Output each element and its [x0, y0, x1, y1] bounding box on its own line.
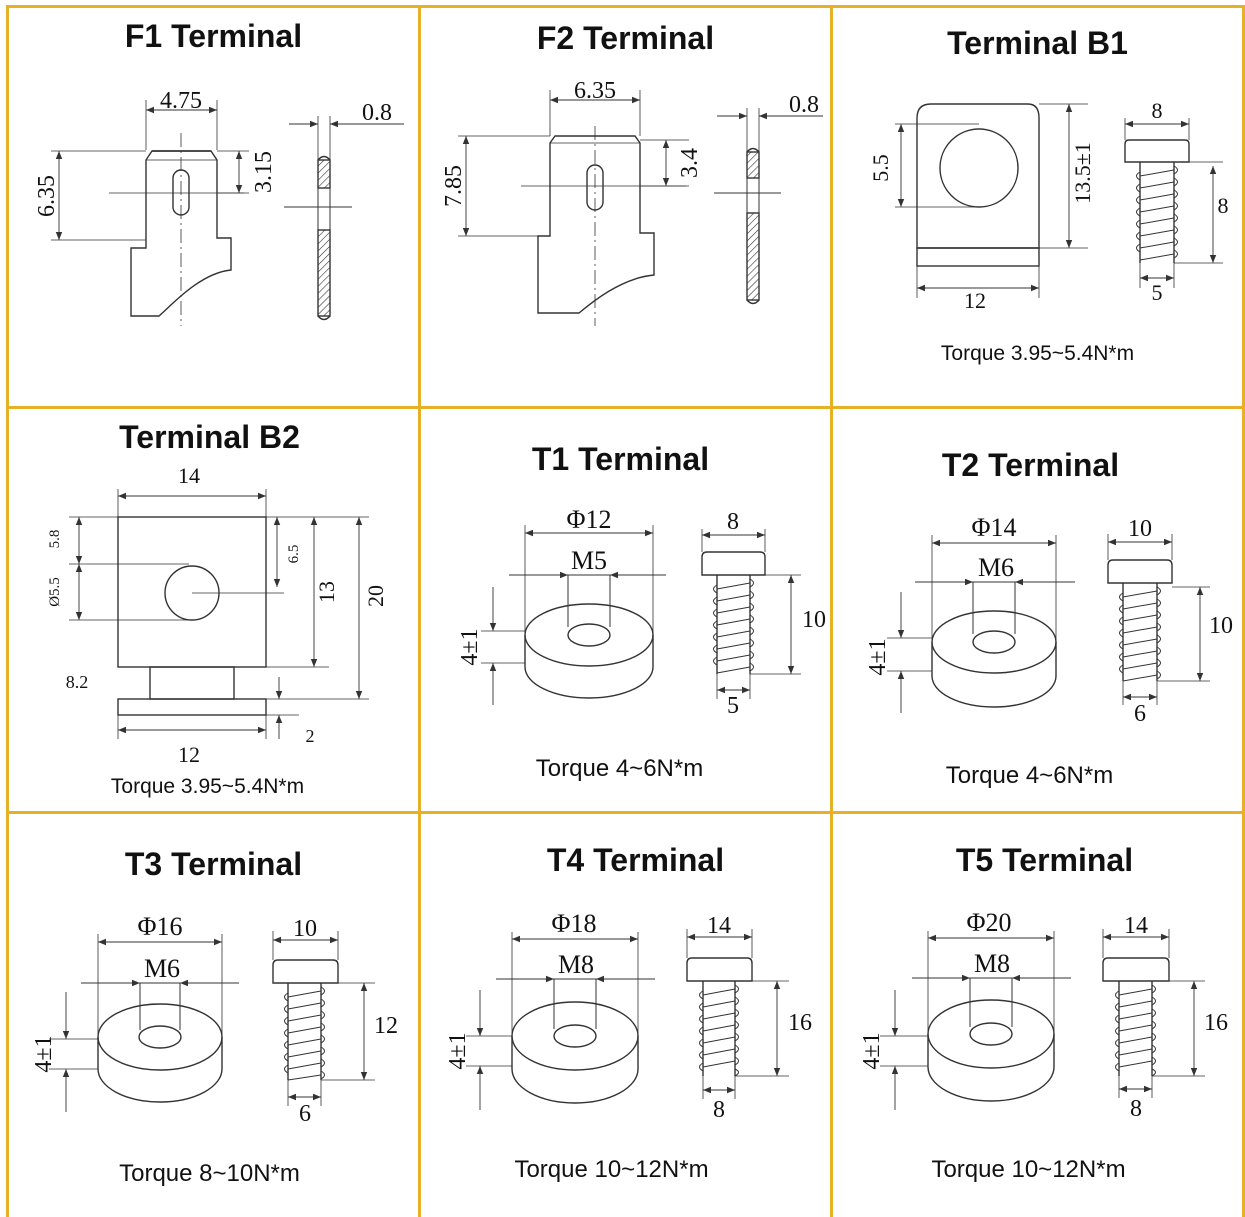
t5-terminal-drawing: Φ20 M8 4±1 14 16 8 [859, 908, 1228, 1122]
dim-width: 12 [964, 288, 986, 313]
dim-f: 8.2 [66, 672, 89, 692]
terminal-b1-drawing: 5.5 13.5±1 12 8 8 5 [868, 98, 1229, 313]
dim-length: 10 [1209, 613, 1233, 639]
dim-head: 8 [727, 509, 739, 535]
cell-f2-terminal: F2 Terminal [421, 8, 830, 406]
cell-title: F2 Terminal [536, 20, 715, 56]
dim-outer: Φ16 [137, 912, 182, 941]
dim-length: 16 [1204, 1010, 1228, 1036]
dim-height: 6.35 [34, 175, 60, 217]
dim-head: 10 [293, 916, 317, 942]
dim-height: 4±1 [865, 638, 891, 675]
cell-title: Terminal B2 [119, 419, 300, 455]
torque-spec: Torque 3.95~5.4N*m [940, 342, 1135, 365]
grid-divider-h1 [6, 406, 1245, 409]
dim-outer: Φ12 [566, 505, 611, 534]
dim-d: 13 [314, 581, 339, 603]
dim-top-width: 14 [178, 463, 200, 488]
cell-f1-terminal: F1 Terminal [9, 8, 418, 406]
dim-outer: Φ18 [551, 909, 596, 938]
dim-thread: 5 [727, 693, 739, 719]
cell-title: T1 Terminal [531, 441, 710, 477]
cell-title: T5 Terminal [955, 842, 1134, 878]
dim-slot: 3.15 [251, 151, 277, 193]
cell-t4-terminal: T4 Terminal [421, 814, 830, 1217]
cell-terminal-b1: Terminal B1 [833, 8, 1242, 406]
dim-outer: Φ14 [971, 513, 1016, 542]
dim-h: 2 [306, 726, 315, 746]
dim-thread: 6 [1134, 701, 1146, 727]
torque-spec: Torque 10~12N*m [514, 1156, 709, 1183]
dim-height: 7.85 [441, 165, 467, 207]
grid-border-right [1242, 5, 1245, 1217]
dim-length: 16 [788, 1010, 812, 1036]
torque-spec: Torque 3.95~5.4N*m [110, 775, 305, 798]
dim-outer: Φ20 [966, 908, 1011, 937]
torque-spec: Torque 4~6N*m [945, 762, 1114, 789]
torque-spec: Torque 4~6N*m [535, 755, 704, 782]
f1-terminal-drawing: 4.75 6.35 3.15 0.8 [34, 88, 404, 326]
dim-inner: M6 [144, 954, 180, 983]
dim-a: 5.8 [47, 530, 63, 549]
f2-terminal-drawing: 6.35 7.85 3.4 0.8 [441, 78, 823, 326]
dim-head: 10 [1128, 516, 1152, 542]
dim-thickness: 0.8 [362, 100, 392, 126]
dim-inner: M8 [558, 950, 594, 979]
dim-c: 6.5 [286, 545, 302, 564]
grid-border-top [6, 5, 1245, 8]
torque-spec: Torque 10~12N*m [931, 1156, 1126, 1183]
dim-height: 4±1 [445, 1032, 471, 1069]
dim-length: 8 [1218, 193, 1229, 218]
dim-inner: M5 [571, 546, 607, 575]
cell-title: T2 Terminal [941, 447, 1120, 483]
grid-divider-h2 [6, 811, 1245, 814]
t2-terminal-drawing: Φ14 M6 4±1 10 10 6 [865, 513, 1233, 727]
dim-hole: 5.5 [868, 154, 893, 182]
dim-thread: 6 [299, 1101, 311, 1127]
dim-thickness: 0.8 [789, 92, 819, 118]
dim-thread: 8 [1130, 1096, 1142, 1122]
dim-length: 10 [802, 607, 826, 633]
dim-height: 13.5±1 [1070, 142, 1095, 204]
dim-width: 4.75 [160, 88, 202, 114]
dim-head: 14 [707, 913, 731, 939]
dim-height: 4±1 [457, 628, 483, 665]
dim-thread: 8 [713, 1097, 725, 1123]
cell-t1-terminal: T1 Terminal [421, 409, 830, 811]
dim-g: 12 [178, 742, 200, 767]
dim-width: 6.35 [574, 78, 616, 104]
cell-t2-terminal: T2 Terminal [833, 409, 1242, 811]
t4-terminal-drawing: Φ18 M8 4±1 14 16 8 [445, 909, 812, 1123]
dim-head: 14 [1124, 913, 1148, 939]
dim-inner: M6 [978, 553, 1014, 582]
cell-title: Terminal B1 [947, 25, 1128, 61]
dim-height: 4±1 [859, 1032, 885, 1069]
dim-thread: 5 [1152, 280, 1163, 305]
grid-divider-v2 [830, 5, 833, 1217]
dim-length: 12 [374, 1013, 398, 1039]
grid-divider-v1 [418, 5, 421, 1217]
torque-spec: Torque 8~10N*m [119, 1160, 300, 1187]
t1-terminal-drawing: Φ12 M5 4±1 8 10 5 [457, 505, 826, 719]
cell-t3-terminal: T3 Terminal [9, 814, 418, 1217]
dim-inner: M8 [974, 949, 1010, 978]
cell-terminal-b2: Terminal B2 [9, 409, 418, 811]
dim-slot: 3.4 [677, 148, 703, 178]
terminal-b2-drawing: 14 5.8 Ø5.5 6.5 13 20 8.2 12 2 [47, 463, 388, 767]
t3-terminal-drawing: Φ16 M6 4±1 10 12 6 [31, 912, 398, 1127]
cell-title: F1 Terminal [124, 18, 303, 54]
dim-e: 20 [363, 585, 388, 607]
dim-head: 8 [1152, 98, 1163, 123]
dim-height: 4±1 [31, 1035, 57, 1072]
cell-t5-terminal: T5 Terminal [833, 814, 1242, 1217]
grid-border-left [6, 5, 9, 1217]
dim-b: Ø5.5 [47, 577, 63, 607]
cell-title: T4 Terminal [546, 842, 725, 878]
cell-title: T3 Terminal [124, 846, 303, 882]
